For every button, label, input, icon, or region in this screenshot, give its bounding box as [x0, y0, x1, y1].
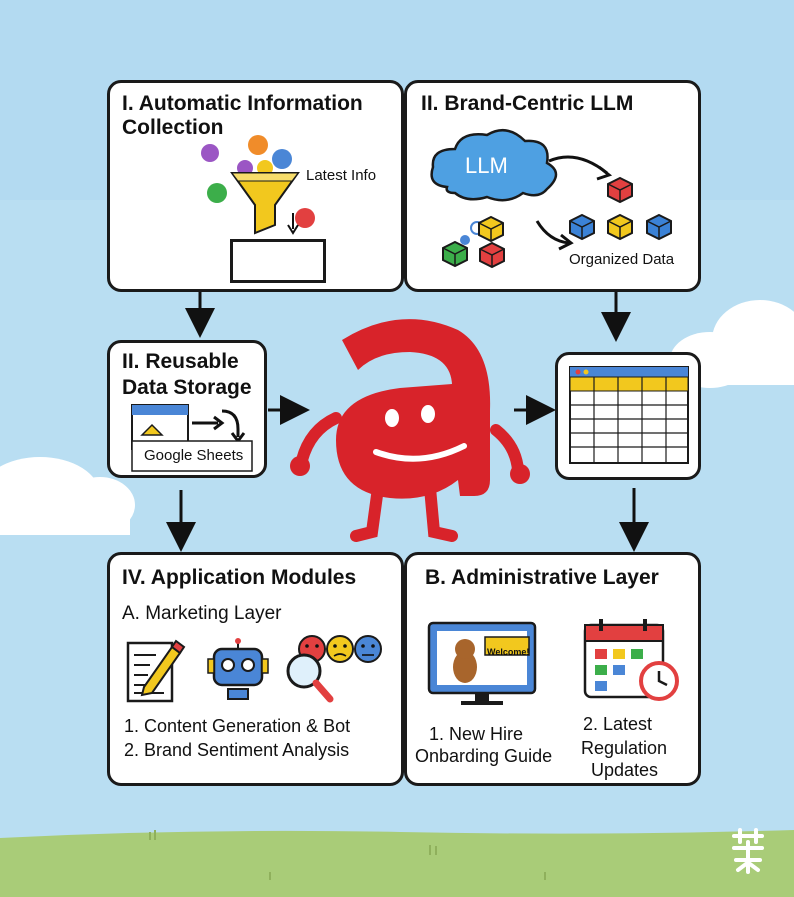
cube-yellow	[478, 215, 504, 243]
cube-yellow	[607, 213, 633, 241]
panel-data-storage: II. Reusable Data Storage Google Sheets	[107, 340, 267, 478]
admin-item-1-line2: Onbarding Guide	[415, 746, 553, 766]
document-pencil-icon	[126, 639, 186, 703]
panel-title: IV. Application Modules	[122, 566, 357, 589]
sentiment-magnifier-icon	[286, 635, 382, 703]
marketing-layer-subtitle: A. Marketing Layer	[122, 603, 282, 624]
cube-red	[607, 176, 633, 204]
calendar-clock-icon	[583, 619, 679, 701]
admin-item-2-line1: 2. Latest	[583, 714, 653, 734]
admin-item-2-line2: Regulation	[581, 738, 668, 758]
panel-spreadsheet	[555, 352, 701, 480]
cube-blue	[646, 213, 672, 241]
watermark-logo	[732, 828, 764, 874]
google-sheets-icon	[131, 404, 253, 472]
latest-info-label: Latest Info	[306, 167, 377, 184]
panel-title-cont: Data Storage	[122, 376, 252, 399]
panel-application-modules: IV. Application Modules A. Marketing Lay…	[107, 552, 404, 786]
admin-item-1-line1: 1. New Hire	[429, 724, 524, 744]
organized-data-label: Organized Data	[569, 251, 675, 268]
marketing-item-2: 2. Brand Sentiment Analysis	[124, 740, 350, 760]
spreadsheet-icon	[569, 366, 689, 464]
llm-cloud-icon	[430, 128, 558, 202]
welcome-label: Welcome!	[487, 647, 530, 657]
llm-label: LLM	[465, 153, 508, 178]
panel-title: II. Brand-Centric LLM	[421, 92, 634, 115]
panel-title: II. Reusable	[122, 350, 239, 373]
panel-title: I. Automatic Information	[122, 92, 363, 115]
left-cloud	[0, 457, 135, 535]
admin-item-2-line3: Updates	[591, 760, 659, 780]
cube-blue	[569, 213, 595, 241]
robot-icon	[207, 638, 269, 700]
google-sheets-label: Google Sheets	[144, 447, 244, 464]
cube-green	[442, 240, 468, 268]
panel-title: B. Administrative Layer	[425, 566, 659, 589]
panel-brand-llm: II. Brand-Centric LLM LLM	[404, 80, 701, 292]
panel-administrative-layer: B. Administrative Layer Welcome! 1. New …	[404, 552, 701, 786]
collection-box	[230, 239, 326, 283]
grass	[0, 830, 794, 897]
panel-title-cont: Collection	[122, 116, 224, 139]
mascot-character	[290, 319, 530, 542]
cube-red	[479, 241, 505, 269]
panel-information-collection: I. Automatic Information Collection Late…	[107, 80, 404, 292]
monitor-welcome-icon	[427, 621, 537, 705]
marketing-item-1: 1. Content Generation & Bot	[124, 716, 351, 736]
funnel-icon	[201, 135, 315, 235]
